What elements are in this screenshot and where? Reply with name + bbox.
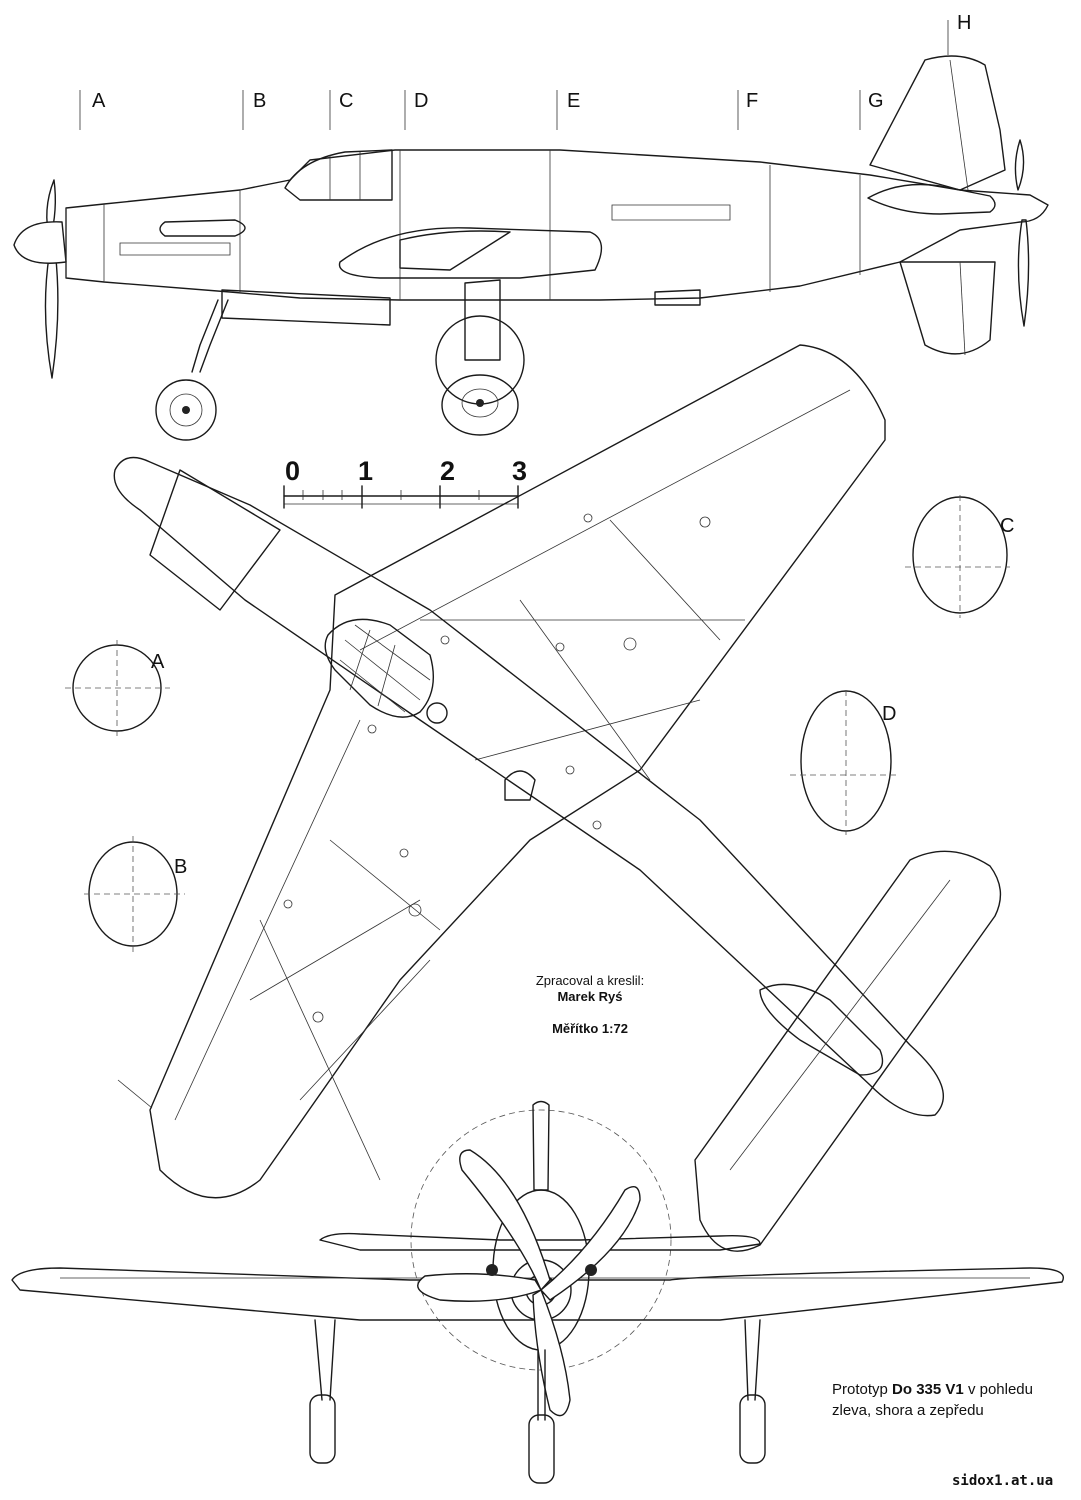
credits-scale: Měřítko 1:72: [552, 1021, 628, 1036]
credits-line: Zpracoval a kreslil:: [535, 973, 645, 988]
station-label-f: F: [746, 90, 758, 112]
section-label-c: C: [1000, 515, 1014, 537]
scale-number-1: 1: [358, 456, 373, 486]
station-label-d: D: [414, 90, 428, 112]
section-label-a: A: [151, 651, 165, 673]
front-view: [11, 1100, 1064, 1484]
station-label-b: B: [253, 90, 266, 112]
caption-rest-line1: v pohledu: [967, 1381, 1033, 1398]
credits-block: Zpracoval a kreslil: Marek Ryś Měřítko 1…: [505, 973, 675, 1037]
station-label-h: H: [957, 12, 971, 34]
caption-model: Do 335 V1: [892, 1381, 964, 1398]
side-view: [13, 55, 1049, 441]
scale-bar: 0 1 2 3: [283, 456, 527, 509]
station-label-e: E: [567, 90, 580, 112]
caption-prefix: Prototyp: [832, 1381, 888, 1398]
station-markers: A B C D E F G H: [79, 12, 971, 130]
scale-number-3: 3: [512, 456, 527, 486]
scale-number-0: 0: [285, 456, 300, 486]
station-label-a: A: [92, 90, 106, 112]
caption: Prototyp Do 335 V1 v pohledu zleva, shor…: [832, 1379, 1033, 1421]
credits-author: Marek Ryś: [557, 989, 623, 1004]
scale-number-2: 2: [440, 456, 455, 486]
station-label-g: G: [868, 90, 884, 112]
section-label-d: D: [882, 703, 896, 725]
section-label-b: B: [174, 856, 187, 878]
station-label-c: C: [339, 90, 353, 112]
cross-sections: A B C D: [65, 495, 1014, 952]
caption-line2: zleva, shora a zepředu: [832, 1402, 984, 1419]
top-view: [113, 344, 1002, 1252]
watermark: sidox1.at.ua: [952, 1473, 1054, 1489]
